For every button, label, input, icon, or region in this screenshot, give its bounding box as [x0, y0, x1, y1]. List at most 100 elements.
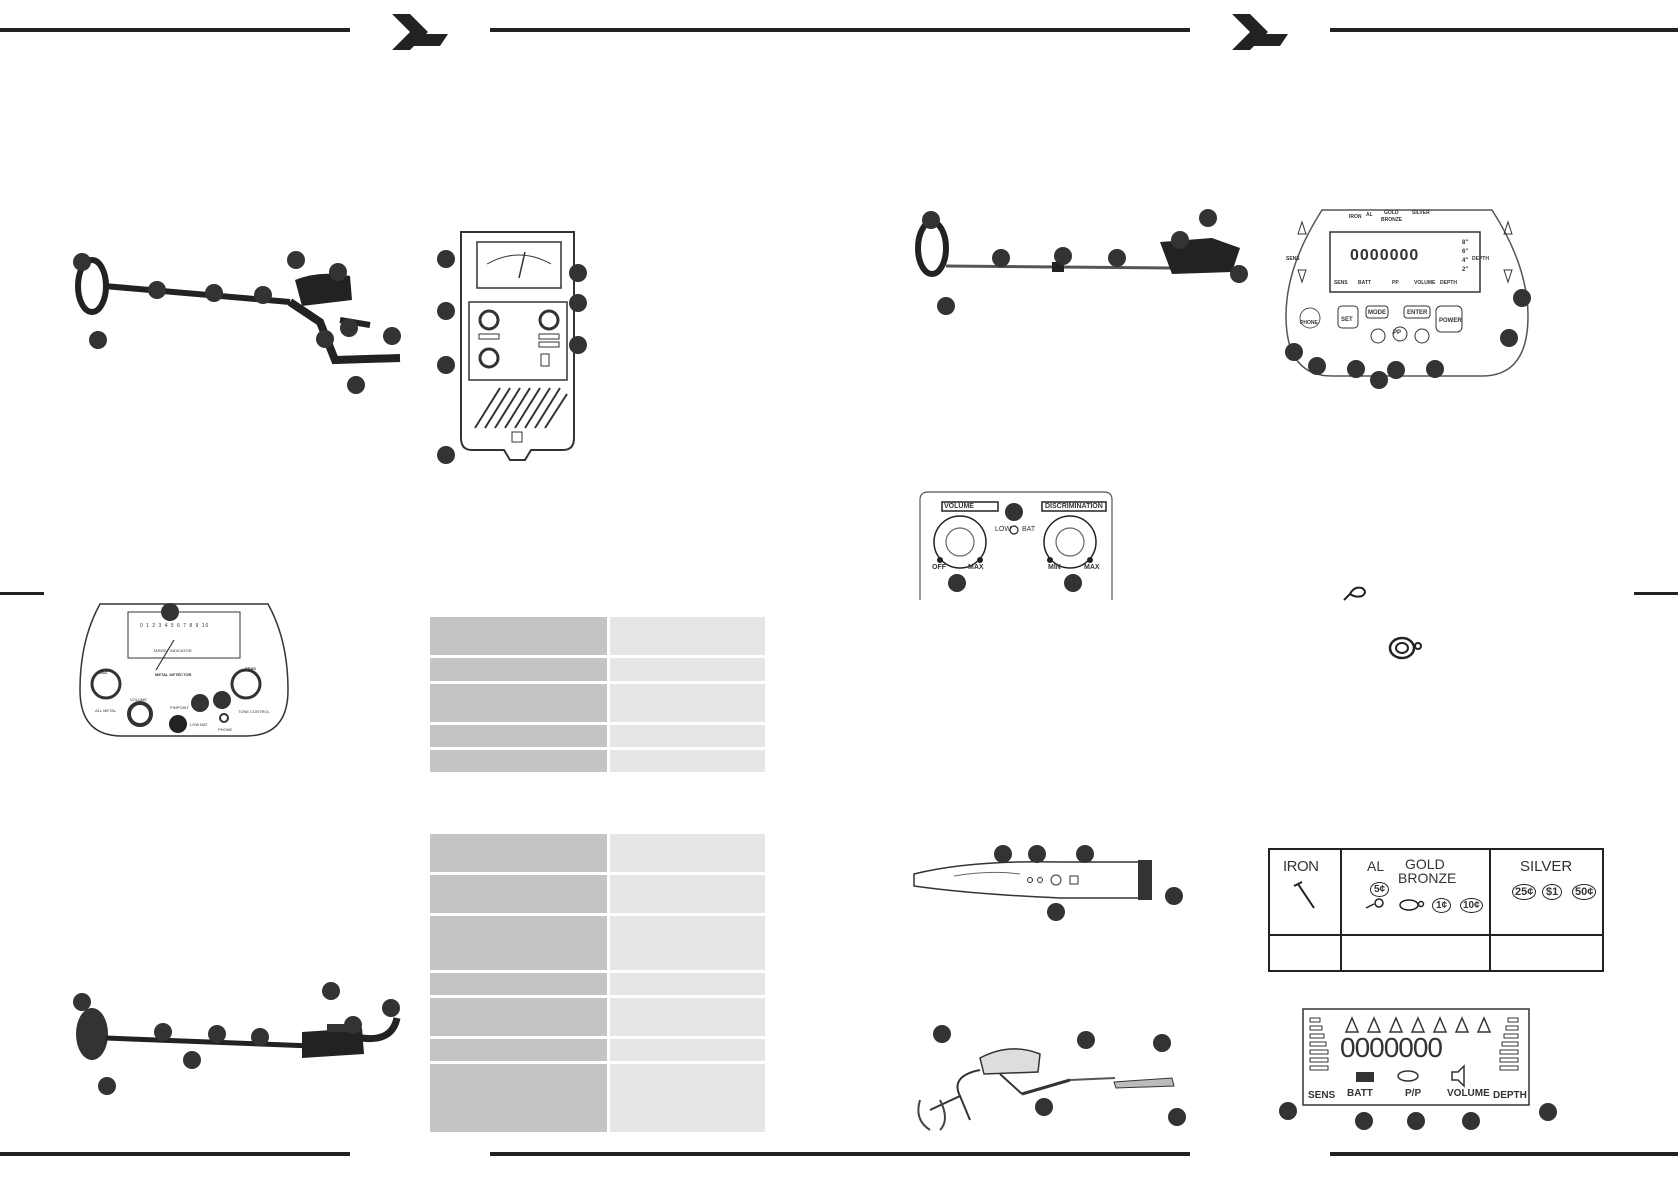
callout-c-1: [922, 211, 940, 229]
mode-button[interactable]: MODE: [1368, 310, 1386, 316]
set-button[interactable]: SET: [1341, 317, 1353, 323]
vd-off-label: OFF: [932, 564, 946, 571]
target-table: [1268, 848, 1604, 972]
dial-pinpoint-label: PINPOINT: [170, 705, 189, 710]
callout-b-4: [183, 1051, 201, 1069]
dial-tone-label: TONE CONTROL: [238, 709, 270, 714]
callout-c-4: [1054, 247, 1072, 265]
table-row: [430, 658, 765, 681]
target-bronze-label: BRONZE: [1398, 870, 1457, 886]
dial-low-bat-label: LOW BAT: [190, 722, 208, 727]
callout-6: [287, 251, 305, 269]
callout-pp-1: [994, 845, 1012, 863]
header-rule-right: [1330, 28, 1678, 32]
callout-pp-5: [1047, 903, 1065, 921]
callout-b-5: [208, 1025, 226, 1043]
callout-lcd-8: [1426, 360, 1444, 378]
lcd-bronze-label: BRONZE: [1381, 217, 1403, 223]
vd-volume-label: VOLUME: [944, 503, 974, 510]
callout-c-2: [937, 297, 955, 315]
lcd-depth-6: 6": [1462, 249, 1469, 255]
analog-control-box: [460, 231, 575, 461]
vd-max-left-label: MAX: [968, 564, 984, 571]
spec-table-2: [430, 834, 765, 1135]
callout-3: [148, 281, 166, 299]
lcd-depth-bottom: DEPTH: [1440, 280, 1457, 286]
lcd-detail-volume: VOLUME: [1447, 1088, 1490, 1099]
callout-vd-1: [1005, 503, 1023, 521]
lcd-depth-4: 4": [1462, 258, 1469, 264]
brand-chevron-logo-2: [1232, 14, 1288, 50]
lcd-sens-bottom: SENS: [1334, 280, 1348, 286]
callout-b-2: [98, 1077, 116, 1095]
coin-1c: 1¢: [1432, 898, 1452, 913]
target-gold-label: GOLD: [1405, 856, 1445, 872]
lcd-batt-label: BATT: [1358, 280, 1371, 286]
lcd-silver-label: SILVER: [1412, 210, 1430, 216]
callout-box-3: [437, 302, 455, 320]
callout-ld-5: [1539, 1103, 1557, 1121]
callout-b-6: [251, 1028, 269, 1046]
vd-bat-label: BAT: [1022, 526, 1036, 533]
callout-1: [73, 253, 91, 271]
coin-25c: 25¢: [1512, 884, 1537, 900]
lcd-detail-depth: DEPTH: [1493, 1090, 1527, 1101]
callout-2: [89, 331, 107, 349]
table-row: [430, 617, 765, 655]
enter-button[interactable]: ENTER: [1407, 310, 1428, 316]
table-row: [430, 875, 765, 913]
table-row: [430, 1039, 765, 1061]
callout-d-4: [1035, 1098, 1053, 1116]
dial-disc-label: DISC: [98, 670, 108, 675]
callout-lcd-3: [1285, 343, 1303, 361]
lcd-detail-sens: SENS: [1308, 1090, 1336, 1101]
callout-d-1: [933, 1025, 951, 1043]
callout-lcd-7: [1387, 361, 1405, 379]
pp-button[interactable]: PP: [1393, 330, 1402, 336]
dial-mode-label: ALL METAL: [95, 708, 117, 713]
callout-pp-4: [1165, 887, 1183, 905]
callout-9: [316, 330, 334, 348]
side-marker-right: [1634, 592, 1678, 595]
table-row: [430, 684, 765, 722]
table-row: [430, 1064, 765, 1132]
lcd-volume-label: VOLUME: [1414, 280, 1436, 286]
table-row: [430, 750, 765, 772]
callout-lcd-2: [1500, 329, 1518, 347]
callout-lcd-5: [1347, 360, 1365, 378]
table-row: [430, 973, 765, 995]
power-button[interactable]: POWER: [1439, 318, 1462, 324]
lcd-al-label: AL: [1366, 212, 1373, 218]
lcd-depth-label: DEPTH: [1472, 256, 1489, 262]
vd-discrimination-label: DISCRIMINATION: [1045, 503, 1103, 510]
callout-d-5: [1168, 1108, 1186, 1126]
dial-phone-label: PHONE: [218, 727, 233, 732]
table-row: [430, 725, 765, 747]
lcd-sens-label: SENS: [1286, 256, 1300, 262]
callout-b-9: [382, 999, 400, 1017]
callout-b-3: [154, 1023, 172, 1041]
metal-detector-illustration-3: [76, 1008, 401, 1060]
lcd-gold-label: GOLD: [1384, 210, 1399, 216]
footer-rule-2: [490, 1152, 1190, 1156]
callout-dial-2: [191, 694, 209, 712]
callout-box-1: [437, 250, 455, 268]
callout-b-7: [322, 982, 340, 1000]
callout-box-6: [437, 356, 455, 374]
metal-detector-illustration-4: [917, 1048, 1175, 1131]
callout-box-4: [569, 294, 587, 312]
callout-8: [340, 319, 358, 337]
pull-tab-small-icon: [1365, 898, 1384, 909]
callout-b-1: [73, 993, 91, 1011]
brand-chevron-logo: [392, 14, 448, 50]
callout-pp-3: [1076, 845, 1094, 863]
target-iron-label: IRON: [1283, 858, 1319, 875]
pinpointer-illustration: [913, 860, 1152, 900]
coin-50c: 50¢: [1572, 884, 1597, 900]
callout-pp-2: [1028, 845, 1046, 863]
lcd-control-panel: [1285, 209, 1529, 377]
callout-c-5: [1108, 249, 1126, 267]
callout-box-7: [437, 446, 455, 464]
callout-ld-2: [1355, 1112, 1373, 1130]
dial-title: METAL DETECTOR: [155, 672, 192, 677]
